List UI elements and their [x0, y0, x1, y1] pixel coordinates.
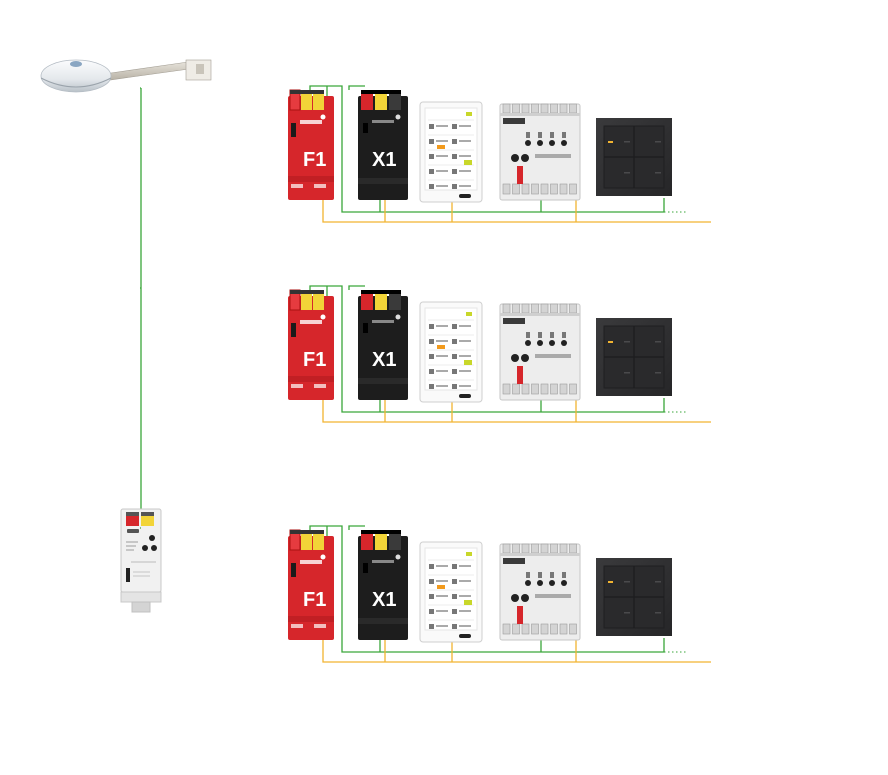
- wall-switch: [596, 118, 672, 196]
- switch-led-icon: [608, 341, 613, 343]
- switch-actuator: [499, 103, 581, 201]
- weather-station: [40, 59, 212, 93]
- row-3: F1 X1: [140, 525, 711, 663]
- touch-panel: [419, 301, 483, 403]
- x1-label: X1: [372, 149, 396, 171]
- bus-wires: [140, 285, 711, 423]
- weather-station-mount: [103, 59, 212, 81]
- f1-device: F1: [288, 89, 334, 200]
- f1-label: F1: [303, 589, 326, 611]
- x1-device: X1: [358, 530, 408, 640]
- f1-device: F1: [288, 529, 334, 640]
- power-supply-line: [322, 200, 711, 223]
- power-supply-line: [322, 640, 711, 663]
- touch-panel: [419, 101, 483, 203]
- wall-switch: [596, 318, 672, 396]
- line-coupler: [120, 508, 162, 613]
- weather-sensor-dome: [40, 59, 112, 93]
- x1-device: X1: [358, 90, 408, 200]
- power-supply-line: [322, 400, 711, 423]
- touch-panel: [419, 541, 483, 643]
- switch-actuator: [499, 303, 581, 401]
- row-1: F1 X1: [140, 85, 711, 223]
- f1-label: F1: [303, 349, 326, 371]
- switch-led-icon: [608, 141, 613, 143]
- x1-device: X1: [358, 290, 408, 400]
- f1-label: F1: [303, 149, 326, 171]
- row-2: F1 X1: [140, 285, 711, 423]
- x1-label: X1: [372, 589, 396, 611]
- f1-device: F1: [288, 289, 334, 400]
- bus-wires: [140, 85, 711, 223]
- wall-switch: [596, 558, 672, 636]
- switch-led-icon: [608, 581, 613, 583]
- bus-wires: [140, 525, 711, 663]
- switch-actuator: [499, 543, 581, 641]
- x1-label: X1: [372, 349, 396, 371]
